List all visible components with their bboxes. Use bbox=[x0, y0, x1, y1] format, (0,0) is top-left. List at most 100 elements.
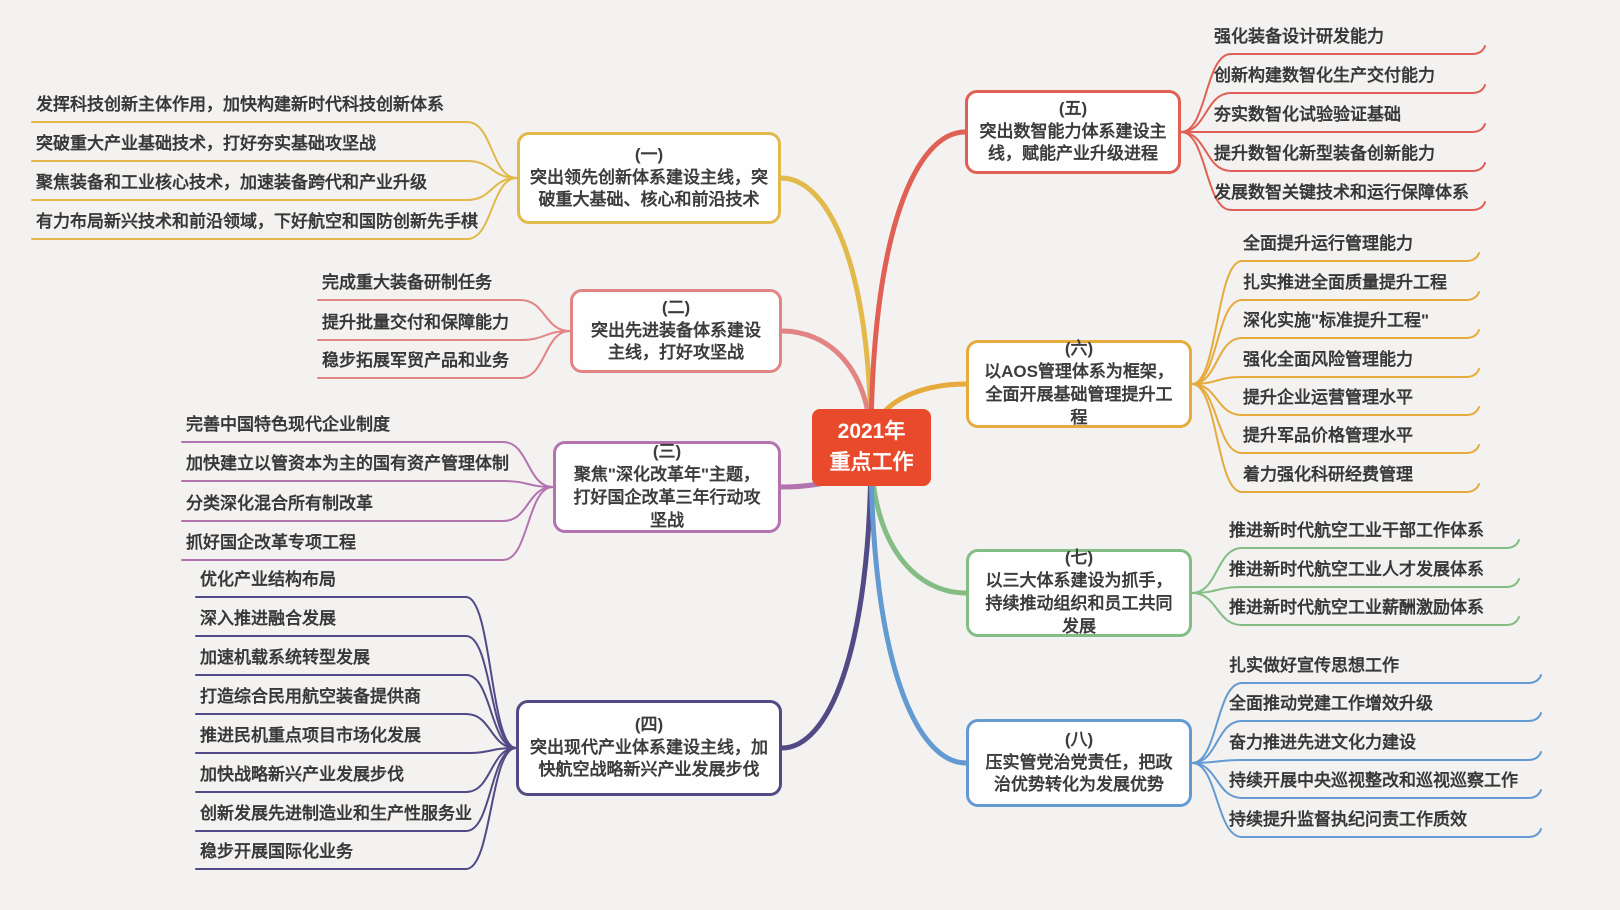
leaf-node[interactable]: 发展数智关键技术和运行保障体系 bbox=[1214, 183, 1469, 202]
leaf-connector bbox=[195, 635, 517, 749]
leaf-node[interactable]: 推进民机重点项目市场化发展 bbox=[200, 726, 421, 745]
leaf-connector bbox=[1191, 762, 1542, 799]
branch-node-6[interactable]: (六) 以AOS管理体系为框架，全面开展基础管理提升工程 bbox=[966, 339, 1192, 428]
leaf-node[interactable]: 突破重大产业基础技术，打好夯实基础攻坚战 bbox=[36, 134, 376, 153]
leaf-connector bbox=[31, 121, 518, 179]
leaf-connector bbox=[317, 299, 571, 332]
branch-label: 压实管党治党责任，把政治优势转化为发展优势 bbox=[985, 752, 1173, 795]
leaf-node[interactable]: 稳步拓展军贸产品和业务 bbox=[322, 351, 509, 370]
leaf-node[interactable]: 深入推进融合发展 bbox=[200, 609, 336, 628]
leaf-connector bbox=[31, 160, 518, 179]
leaf-node[interactable]: 提升军品价格管理水平 bbox=[1243, 426, 1413, 445]
leaf-connector bbox=[1191, 368, 1480, 385]
leaf-node[interactable]: 持续提升监督执纪问责工作质效 bbox=[1229, 810, 1467, 829]
leaf-connector bbox=[1191, 751, 1542, 764]
leaf-connector bbox=[1191, 578, 1520, 594]
leaf-connector bbox=[1191, 383, 1480, 454]
leaf-node[interactable]: 打造综合民用航空装备提供商 bbox=[200, 687, 421, 706]
leaf-connector bbox=[1191, 383, 1480, 416]
leaf-connector bbox=[1180, 84, 1486, 133]
branch-number: (四) bbox=[634, 714, 664, 734]
leaf-node[interactable]: 完成重大装备研制任务 bbox=[322, 273, 492, 292]
branch-number: (五) bbox=[1058, 98, 1088, 118]
leaf-node[interactable]: 提升企业运营管理水平 bbox=[1243, 388, 1413, 407]
branch-node-4[interactable]: (四) 突出现代产业体系建设主线，加快航空战略新兴产业发展步伐 bbox=[516, 700, 782, 796]
branch-number: (二) bbox=[661, 297, 691, 317]
leaf-connector bbox=[1180, 45, 1486, 133]
branch-node-1[interactable]: (一)突出领先创新体系建设主线，突破重大基础、核心和前沿技术 bbox=[517, 132, 781, 224]
leaf-node[interactable]: 全面推动党建工作增效升级 bbox=[1229, 694, 1433, 713]
leaf-connector bbox=[181, 486, 554, 522]
central-topic-line1: 2021年 bbox=[837, 420, 906, 444]
branch-number: (七) bbox=[1064, 548, 1094, 568]
central-topic-node[interactable]: 2021年 重点工作 bbox=[812, 409, 931, 486]
leaf-node[interactable]: 有力布局新兴技术和前沿领域，下好航空和国防创新先手棋 bbox=[36, 212, 478, 231]
leaf-node[interactable]: 加快建立以管资本为主的国有资产管理体制 bbox=[186, 454, 509, 473]
leaf-node[interactable]: 扎实做好宣传思想工作 bbox=[1229, 656, 1399, 675]
branch-curve bbox=[868, 444, 969, 766]
branch-number: (六) bbox=[1064, 339, 1094, 359]
branch-number: (八) bbox=[1064, 729, 1094, 749]
branch-node-8[interactable]: (八) 压实管党治党责任，把政治优势转化为发展优势 bbox=[966, 719, 1192, 807]
leaf-node[interactable]: 提升数智化新型装备创新能力 bbox=[1214, 144, 1435, 163]
leaf-node[interactable]: 强化全面风险管理能力 bbox=[1243, 350, 1413, 369]
leaf-node[interactable]: 深化实施"标准提升工程" bbox=[1243, 311, 1430, 330]
leaf-node[interactable]: 聚焦装备和工业核心技术，加速装备跨代和产业升级 bbox=[36, 173, 427, 192]
branch-curve bbox=[868, 129, 968, 450]
leaf-connector bbox=[1191, 674, 1542, 764]
leaf-node[interactable]: 夯实数智化试验验证基础 bbox=[1214, 105, 1401, 124]
branch-node-2[interactable]: (二) 突出先进装备体系建设主线，打好攻坚战 bbox=[570, 289, 782, 373]
branch-curve bbox=[779, 444, 874, 751]
leaf-node[interactable]: 创新发展先进制造业和生产性服务业 bbox=[200, 804, 472, 823]
leaf-node[interactable]: 加速机载系统转型发展 bbox=[200, 648, 370, 667]
leaf-node[interactable]: 创新构建数智化生产交付能力 bbox=[1214, 66, 1435, 85]
leaf-connector bbox=[181, 486, 554, 561]
leaf-connector bbox=[1191, 329, 1480, 385]
branch-label: 突出现代产业体系建设主线，加快航空战略新兴产业发展步伐 bbox=[530, 737, 768, 780]
branch-label: 突出领先创新体系建设主线，突破重大基础、核心和前沿技术 bbox=[530, 167, 768, 210]
leaf-node[interactable]: 持续开展中央巡视整改和巡视巡察工作 bbox=[1229, 771, 1518, 790]
leaf-connector bbox=[195, 747, 517, 754]
leaf-node[interactable]: 优化产业结构布局 bbox=[200, 570, 336, 589]
leaf-connector bbox=[181, 441, 554, 488]
leaf-connector bbox=[195, 747, 517, 793]
leaf-node[interactable]: 扎实推进全面质量提升工程 bbox=[1243, 273, 1447, 292]
leaf-node[interactable]: 完善中国特色现代企业制度 bbox=[186, 415, 390, 434]
branch-label: 以三大体系建设为抓手，持续推动组织和员工共同发展 bbox=[985, 571, 1173, 636]
leaf-node[interactable]: 发挥科技创新主体作用，加快构建新时代科技创新体系 bbox=[36, 95, 444, 114]
leaf-node[interactable]: 提升批量交付和保障能力 bbox=[322, 313, 509, 332]
leaf-node[interactable]: 推进新时代航空工业薪酬激励体系 bbox=[1229, 598, 1484, 617]
branch-curve bbox=[778, 175, 874, 450]
leaf-node[interactable]: 稳步开展国际化业务 bbox=[200, 842, 353, 861]
branch-label: 聚焦"深化改革年"主题，打好国企改革三年行动攻坚战 bbox=[573, 465, 761, 530]
leaf-connector bbox=[181, 480, 554, 488]
branch-number: (三) bbox=[652, 442, 682, 462]
leaf-connector bbox=[1191, 383, 1480, 493]
branch-node-7[interactable]: (七) 以三大体系建设为抓手，持续推动组织和员工共同发展 bbox=[966, 548, 1192, 637]
leaf-node[interactable]: 着力强化科研经费管理 bbox=[1243, 465, 1413, 484]
leaf-connector bbox=[1191, 291, 1480, 385]
leaf-node[interactable]: 分类深化混合所有制改革 bbox=[186, 494, 373, 513]
leaf-node[interactable]: 推进新时代航空工业干部工作体系 bbox=[1229, 521, 1484, 540]
leaf-connector bbox=[1191, 712, 1542, 764]
leaf-node[interactable]: 全面提升运行管理能力 bbox=[1243, 234, 1413, 253]
branch-label: 以AOS管理体系为框架，全面开展基础管理提升工程 bbox=[984, 362, 1174, 427]
leaf-node[interactable]: 奋力推进先进文化力建设 bbox=[1229, 733, 1416, 752]
leaf-connector bbox=[1191, 762, 1542, 838]
leaf-connector bbox=[1191, 592, 1520, 626]
leaf-connector bbox=[1180, 131, 1486, 211]
leaf-connector bbox=[195, 674, 517, 749]
branch-label: 突出数智能力体系建设主线，赋能产业升级进程 bbox=[979, 121, 1167, 164]
leaf-node[interactable]: 强化装备设计研发能力 bbox=[1214, 27, 1384, 46]
branch-node-5[interactable]: (五) 突出数智能力体系建设主线，赋能产业升级进程 bbox=[965, 90, 1181, 174]
leaf-connector bbox=[317, 330, 571, 379]
leaf-node[interactable]: 加快战略新兴产业发展步伐 bbox=[200, 765, 404, 784]
leaf-node[interactable]: 抓好国企改革专项工程 bbox=[186, 533, 356, 552]
leaf-node[interactable]: 推进新时代航空工业人才发展体系 bbox=[1229, 560, 1484, 579]
leaf-connector bbox=[1180, 123, 1486, 133]
leaf-connector bbox=[1180, 131, 1486, 172]
branch-label: 突出先进装备体系建设主线，打好攻坚战 bbox=[591, 320, 761, 363]
branch-node-3[interactable]: (三) 聚焦"深化改革年"主题，打好国企改革三年行动攻坚战 bbox=[553, 441, 781, 533]
leaf-connector bbox=[31, 177, 518, 240]
